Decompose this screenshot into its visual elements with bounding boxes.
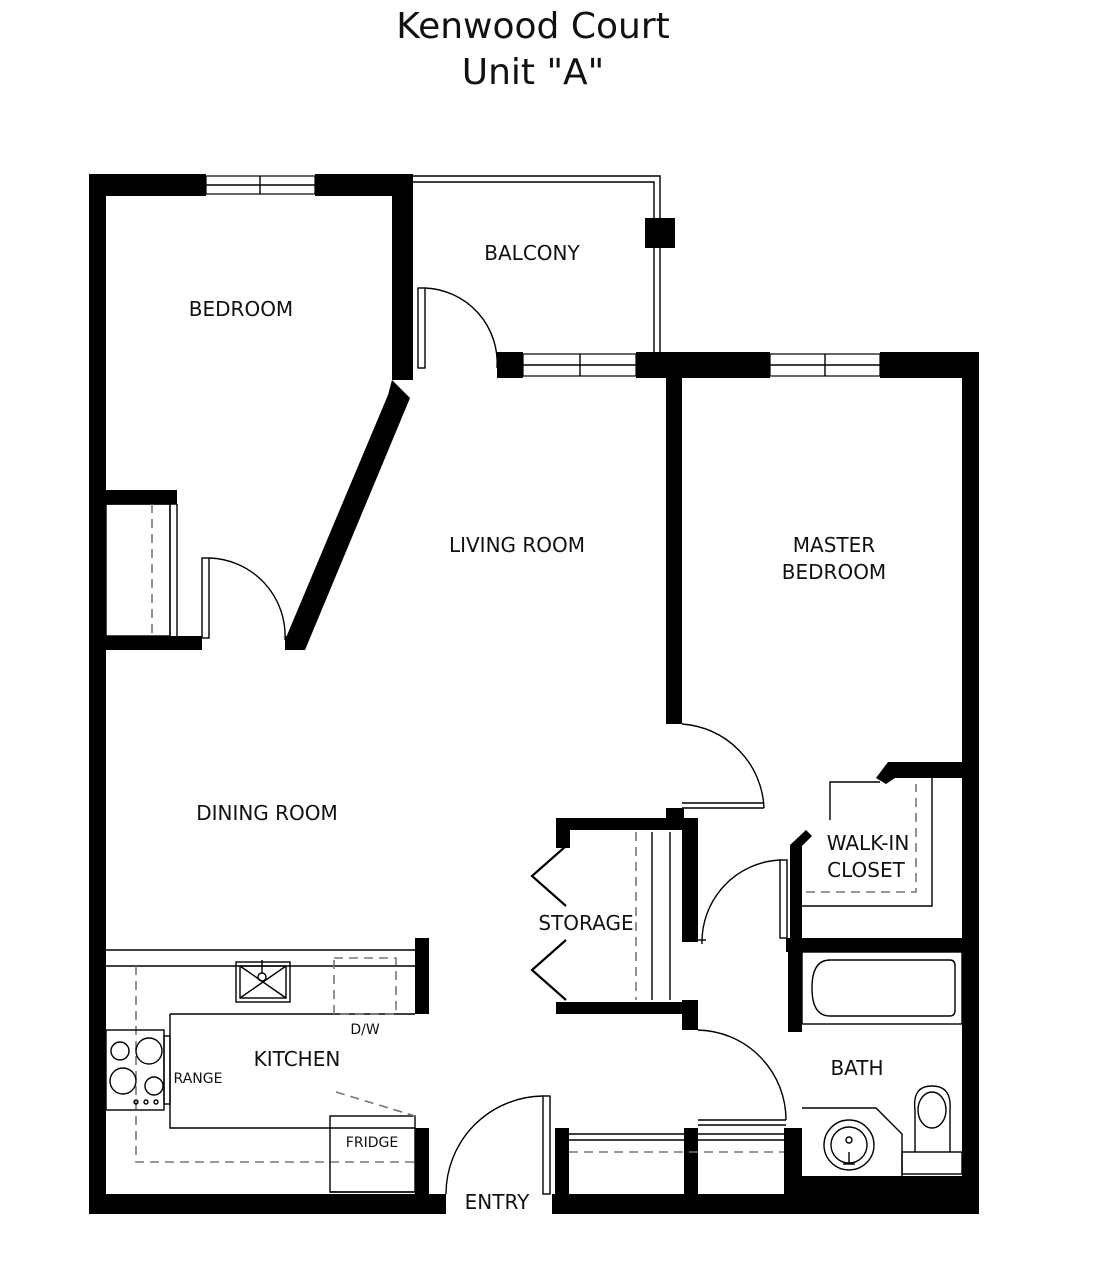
door-closet-upper[interactable] bbox=[829, 781, 880, 820]
wall-storage-top bbox=[556, 818, 698, 830]
dishwasher[interactable] bbox=[333, 957, 397, 1015]
wall-entry-right bbox=[555, 1128, 569, 1194]
label-kitchen: KITCHEN bbox=[254, 1047, 341, 1071]
plan-title: Kenwood Court bbox=[396, 6, 670, 47]
wall-storage-bottom bbox=[556, 1002, 698, 1014]
bath-vanity[interactable] bbox=[802, 1107, 903, 1176]
wall-entry-left bbox=[415, 1128, 429, 1194]
wall-hallcloset-divider bbox=[684, 1128, 698, 1198]
bathtub[interactable] bbox=[801, 951, 963, 1025]
wall-hallcloset-top bbox=[555, 1128, 569, 1142]
wall-bedroom-bottom bbox=[89, 636, 202, 650]
wall-top-bedroom bbox=[89, 174, 206, 196]
wall-bedroom-balcony bbox=[392, 174, 413, 380]
wall-living-master bbox=[666, 352, 682, 724]
door-bath[interactable] bbox=[697, 1029, 787, 1126]
wall-left-exterior bbox=[89, 174, 106, 1214]
door-storage-bifold[interactable] bbox=[530, 845, 567, 1001]
wall-bottom-right bbox=[552, 1194, 979, 1214]
wall-bottom-left bbox=[89, 1194, 446, 1214]
closet-details bbox=[105, 503, 933, 1153]
wall-kitchen-end bbox=[415, 938, 429, 1014]
wall-master-jamb bbox=[666, 808, 684, 818]
wall-bath-left bbox=[788, 948, 802, 1032]
wall-closet-left bbox=[790, 830, 812, 948]
room-labels: BEDROOM BALCONY LIVING ROOM MASTER BEDRO… bbox=[189, 241, 910, 1214]
balcony-post bbox=[645, 218, 675, 248]
door-balcony[interactable] bbox=[417, 287, 498, 369]
fridge[interactable] bbox=[329, 1091, 416, 1193]
label-fridge: FRIDGE bbox=[346, 1135, 398, 1151]
wall-bedroom-closet-top bbox=[89, 490, 177, 504]
toilet[interactable] bbox=[901, 1085, 963, 1175]
walls bbox=[89, 174, 979, 1214]
label-dishwasher: D/W bbox=[350, 1022, 379, 1038]
doors bbox=[201, 287, 880, 1195]
door-bedroom[interactable] bbox=[201, 557, 286, 641]
door-walk-in-closet[interactable] bbox=[698, 859, 788, 945]
label-dining-room: DINING ROOM bbox=[196, 801, 338, 825]
wall-bedroom-door-jamb bbox=[285, 636, 305, 650]
wall-right-exterior bbox=[962, 352, 979, 1214]
label-walk-in-closet-2: CLOSET bbox=[827, 858, 905, 882]
label-storage: STORAGE bbox=[538, 911, 633, 935]
label-walk-in-closet-1: WALK-IN bbox=[827, 831, 910, 855]
wall-bath-top bbox=[786, 938, 979, 952]
balcony-rail bbox=[413, 175, 675, 352]
door-master-bedroom[interactable] bbox=[681, 723, 765, 809]
label-master-bedroom-1: MASTER bbox=[793, 533, 875, 557]
wall-storage-right bbox=[682, 818, 698, 942]
label-living-room: LIVING ROOM bbox=[449, 533, 585, 557]
kitchen-sink[interactable] bbox=[235, 960, 291, 1003]
wall-living-top bbox=[497, 352, 523, 378]
wall-bath-bottom bbox=[784, 1176, 979, 1198]
wall-storage-top-left bbox=[556, 818, 570, 848]
windows bbox=[205, 175, 881, 377]
label-master-bedroom-2: BEDROOM bbox=[782, 560, 886, 584]
door-entry[interactable] bbox=[445, 1095, 551, 1195]
fixture-labels: D/W RANGE FRIDGE bbox=[174, 1022, 399, 1151]
label-balcony: BALCONY bbox=[484, 241, 580, 265]
label-bedroom: BEDROOM bbox=[189, 297, 293, 321]
range[interactable] bbox=[105, 1029, 171, 1111]
label-entry: ENTRY bbox=[465, 1190, 530, 1214]
plan-subtitle: Unit "A" bbox=[461, 52, 605, 93]
label-range: RANGE bbox=[174, 1071, 223, 1087]
wall-bedroom-diagonal bbox=[285, 380, 410, 650]
wall-living-top-right bbox=[636, 352, 770, 378]
wall-closet-top bbox=[876, 762, 979, 784]
label-bath: BATH bbox=[830, 1056, 883, 1080]
wall-top-bedroom-right bbox=[315, 174, 413, 196]
